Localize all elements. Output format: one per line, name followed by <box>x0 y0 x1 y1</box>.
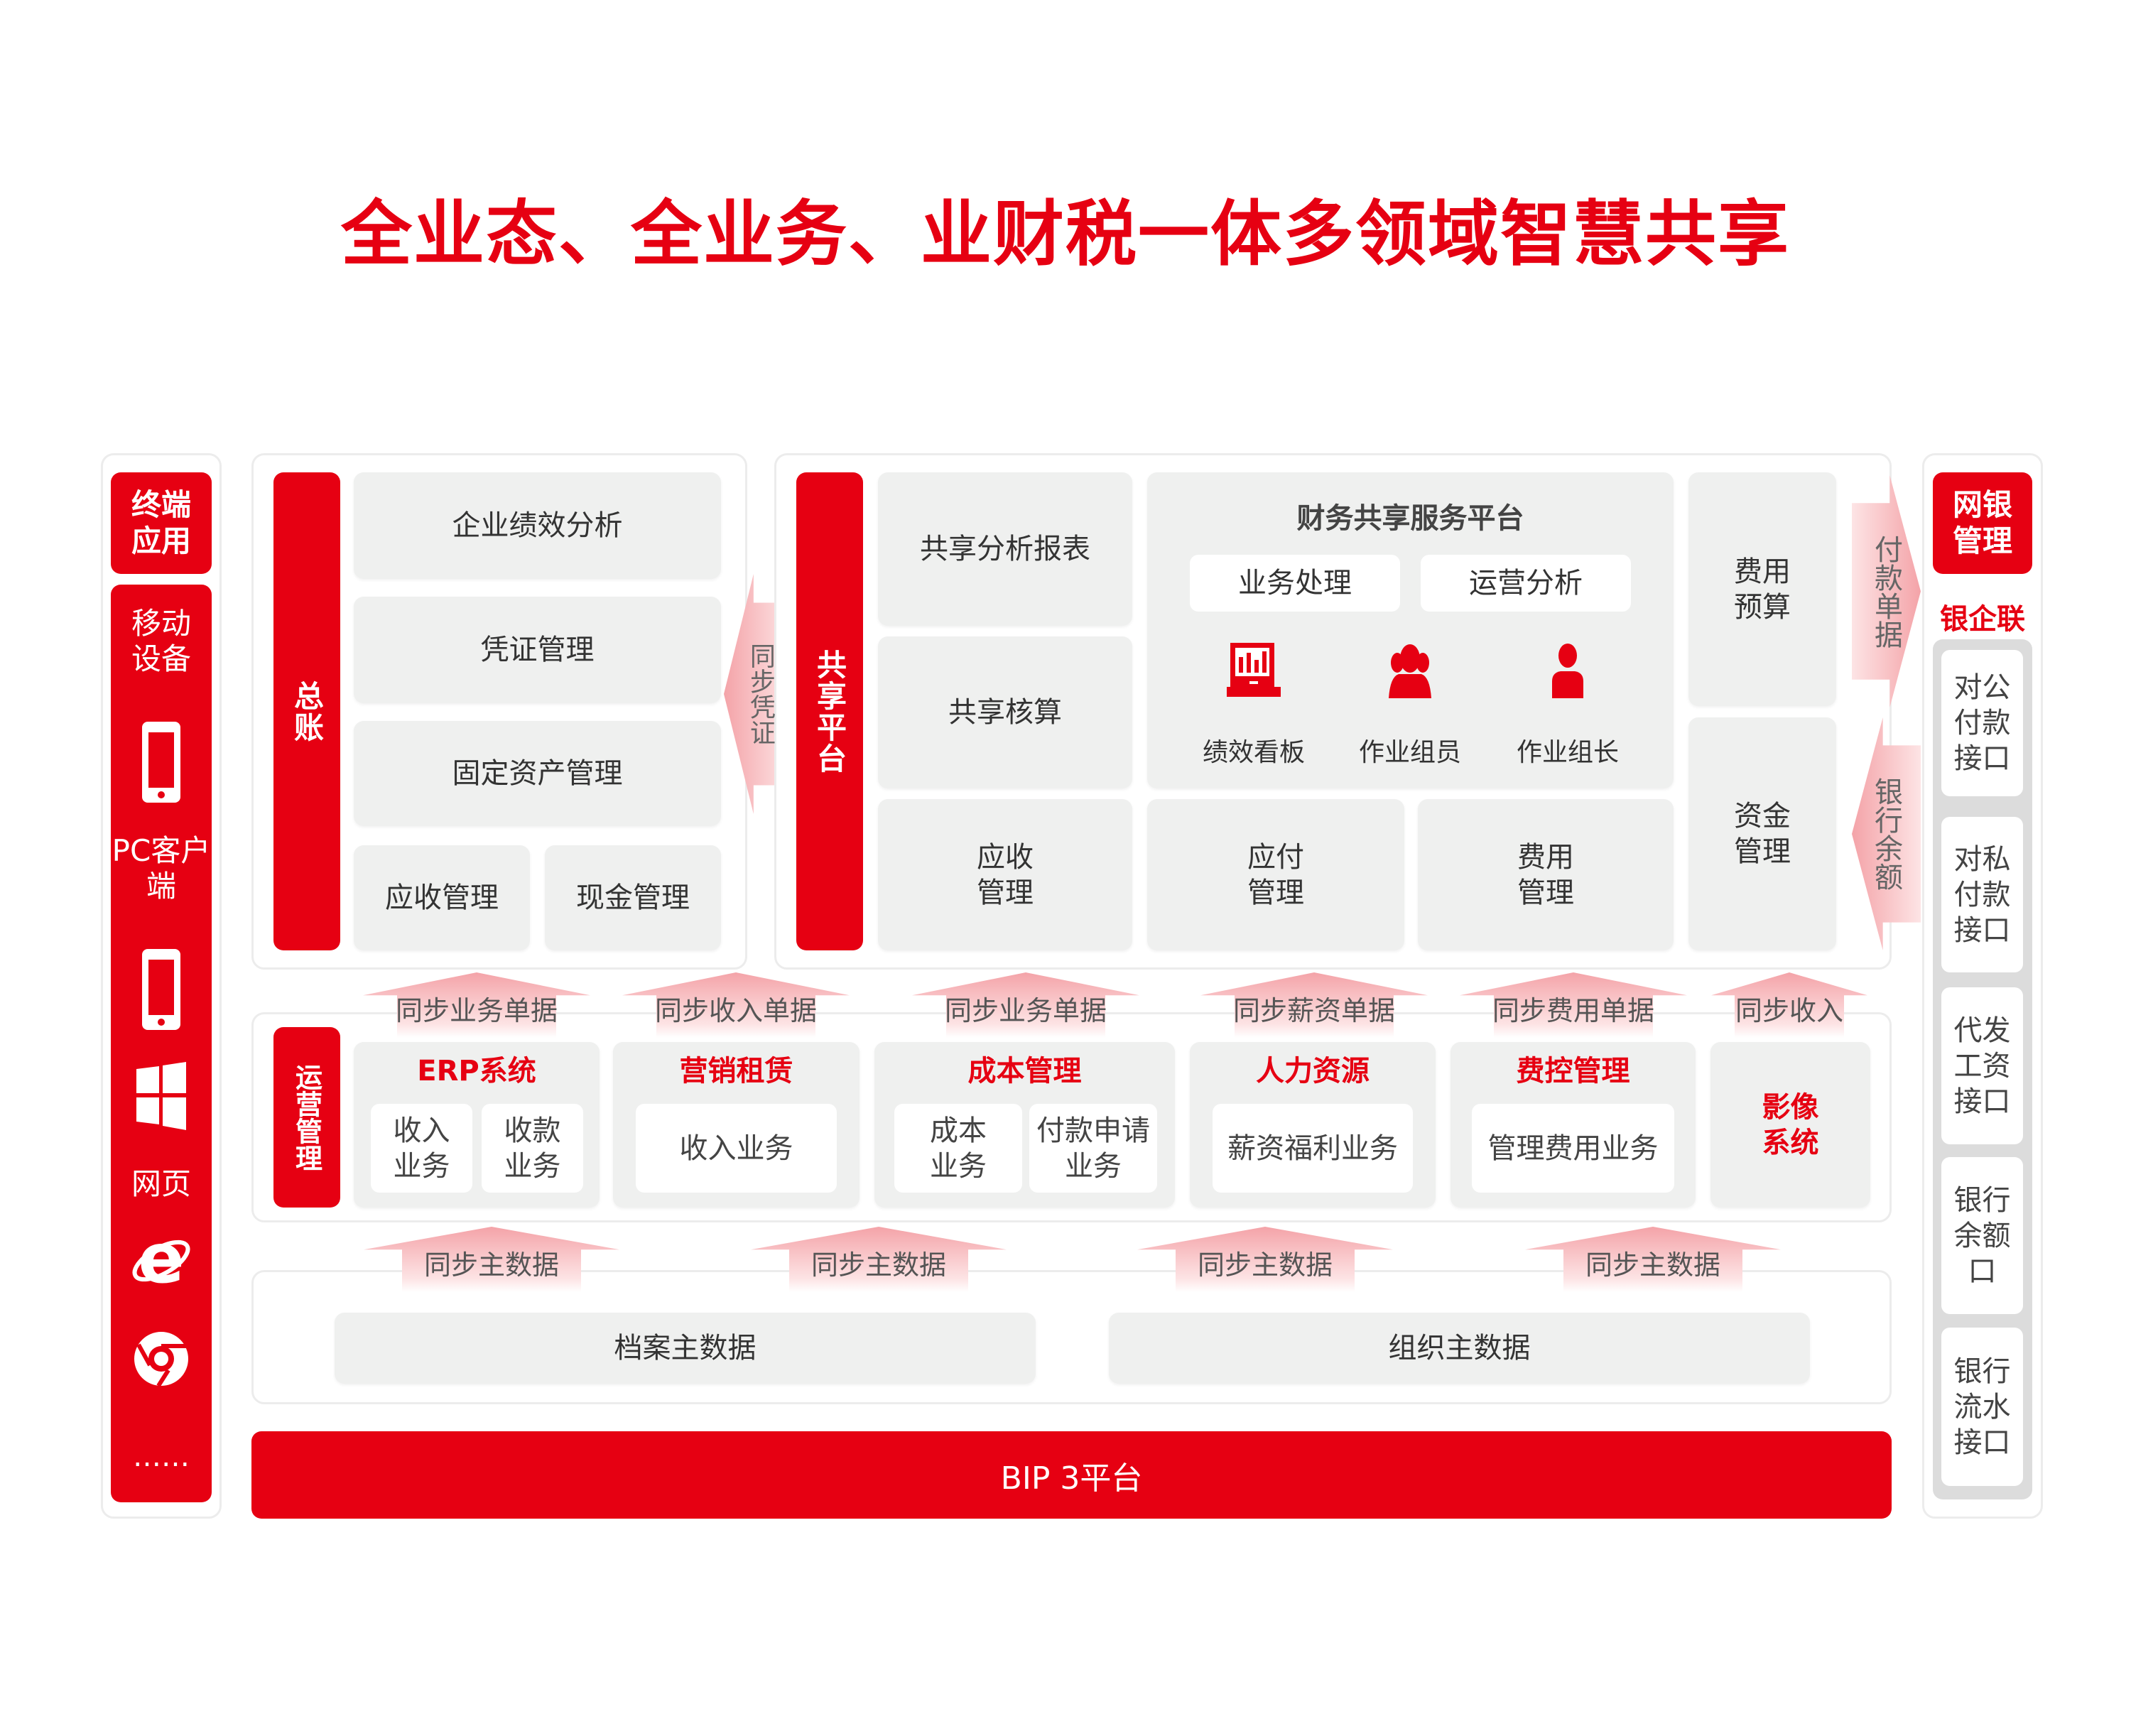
terminal-list: 移动设备 PC客户端 网页 e …… <box>111 585 212 1502</box>
sync-arrow-label: 同步费用单据 <box>1492 994 1654 1026</box>
sub-payroll[interactable]: 薪资福利业务 <box>1213 1104 1413 1193</box>
system-marketing-title: 营销租赁 <box>679 1055 793 1087</box>
module-receivable[interactable]: 应收管理 <box>354 845 530 950</box>
sub-cost[interactable]: 成本业务 <box>894 1104 1022 1193</box>
terminal-header: 终端应用 <box>111 472 212 574</box>
ledger-label: 总账 <box>273 472 340 950</box>
module-budget[interactable]: 费用预算 <box>1688 472 1836 706</box>
sub-revenue[interactable]: 收入业务 <box>371 1104 472 1193</box>
system-marketing-leasing[interactable]: 营销租赁 收入业务 <box>613 1042 860 1208</box>
system-hr-title: 人力资源 <box>1256 1055 1370 1087</box>
page-title: 全业态、全业务、业财税一体多领域智慧共享 <box>341 192 1790 276</box>
dashboard-label: 绩效看板 <box>1202 738 1305 767</box>
phone-icon <box>142 722 180 803</box>
module-shared-report[interactable]: 共享分析报表 <box>878 472 1132 626</box>
interface-bank-balance[interactable]: 银行余额口 <box>1941 1157 2023 1314</box>
sync-master-label: 同步主数据 <box>1197 1249 1333 1281</box>
group-label: 作业组员 <box>1358 738 1461 767</box>
tablet-icon <box>142 949 180 1030</box>
archive-master-data[interactable]: 档案主数据 <box>335 1313 1036 1384</box>
sub-collection[interactable]: 收款业务 <box>482 1104 583 1193</box>
system-expense-control[interactable]: 费控管理 管理费用业务 <box>1451 1042 1696 1208</box>
person-icon <box>1552 644 1583 698</box>
chrome-icon <box>134 1332 188 1387</box>
module-voucher[interactable]: 凭证管理 <box>354 597 721 703</box>
sync-arrow-label: 同步业务单据 <box>395 994 558 1026</box>
sync-master-label: 同步主数据 <box>423 1249 559 1281</box>
bip-platform-bar: BIP 3平台 <box>251 1431 1892 1519</box>
system-erp[interactable]: ERP系统 收入业务 收款业务 <box>354 1042 600 1208</box>
sub-admin-expense[interactable]: 管理费用业务 <box>1472 1104 1674 1193</box>
sub-payment-request[interactable]: 付款申请业务 <box>1029 1104 1157 1193</box>
sync-voucher-label: 同步凭证 <box>745 643 775 745</box>
sub-revenue[interactable]: 收入业务 <box>636 1104 837 1193</box>
finance-shared-platform: 财务共享服务平台 业务处理 运营分析 绩效看板 作业组员 作业组长 <box>1147 472 1674 788</box>
balance-arrow-label: 银行余额 <box>1870 777 1902 891</box>
sync-arrow-label: 同步薪资单据 <box>1232 994 1395 1026</box>
windows-icon <box>136 1062 186 1130</box>
sync-master-label: 同步主数据 <box>810 1249 946 1281</box>
module-expense[interactable]: 费用管理 <box>1418 799 1674 950</box>
sync-arrow-label: 同步收入单据 <box>654 994 817 1026</box>
module-funds[interactable]: 资金管理 <box>1688 717 1836 950</box>
shared-label: 共享平台 <box>796 472 863 950</box>
module-receivable-mgmt[interactable]: 应收管理 <box>878 799 1132 950</box>
platform-title: 财务共享服务平台 <box>1296 502 1524 535</box>
operations-analysis-button[interactable]: 运营分析 <box>1421 555 1631 612</box>
bank-header: 网银管理 <box>1933 472 2032 574</box>
pc-label[interactable]: PC客户端 <box>112 833 211 904</box>
ie-icon: e <box>132 1224 190 1295</box>
bank-subheader: 银企联 <box>1940 603 2025 636</box>
sync-arrow-label: 同步收入 <box>1735 994 1843 1026</box>
more-label: …… <box>133 1441 190 1473</box>
payment-arrow-label: 付款单据 <box>1870 534 1902 649</box>
system-cost[interactable]: 成本管理 成本业务 付款申请业务 <box>874 1042 1175 1208</box>
interface-private-payment[interactable]: 对私付款接口 <box>1941 817 2023 972</box>
module-shared-accounting[interactable]: 共享核算 <box>878 636 1132 788</box>
interface-corporate-payment[interactable]: 对公付款接口 <box>1941 650 2023 796</box>
sync-master-label: 同步主数据 <box>1585 1249 1720 1281</box>
web-label[interactable]: 网页 <box>131 1166 191 1201</box>
system-cost-title: 成本管理 <box>967 1055 1082 1087</box>
system-imaging[interactable]: 影像系统 <box>1710 1042 1870 1208</box>
ops-label: 运营管理 <box>273 1027 340 1208</box>
mobile-label[interactable]: 移动设备 <box>131 606 191 677</box>
person-label: 作业组长 <box>1516 738 1619 767</box>
group-icon <box>1389 644 1431 698</box>
interface-bank-statement[interactable]: 银行流水接口 <box>1941 1328 2023 1486</box>
module-cash[interactable]: 现金管理 <box>545 845 721 950</box>
svg-text:e: e <box>138 1224 184 1295</box>
module-payable[interactable]: 应付管理 <box>1147 799 1404 950</box>
dashboard-icon <box>1227 643 1281 697</box>
business-processing-button[interactable]: 业务处理 <box>1190 555 1400 612</box>
module-performance-analysis[interactable]: 企业绩效分析 <box>354 472 721 579</box>
module-fixed-assets[interactable]: 固定资产管理 <box>354 721 721 826</box>
org-master-data[interactable]: 组织主数据 <box>1109 1313 1810 1384</box>
sync-arrow-label: 同步业务单据 <box>944 994 1107 1026</box>
system-hr[interactable]: 人力资源 薪资福利业务 <box>1190 1042 1436 1208</box>
system-expense-title: 费控管理 <box>1516 1055 1630 1087</box>
system-erp-title: ERP系统 <box>417 1055 536 1087</box>
interface-payroll[interactable]: 代发工资接口 <box>1941 987 2023 1144</box>
